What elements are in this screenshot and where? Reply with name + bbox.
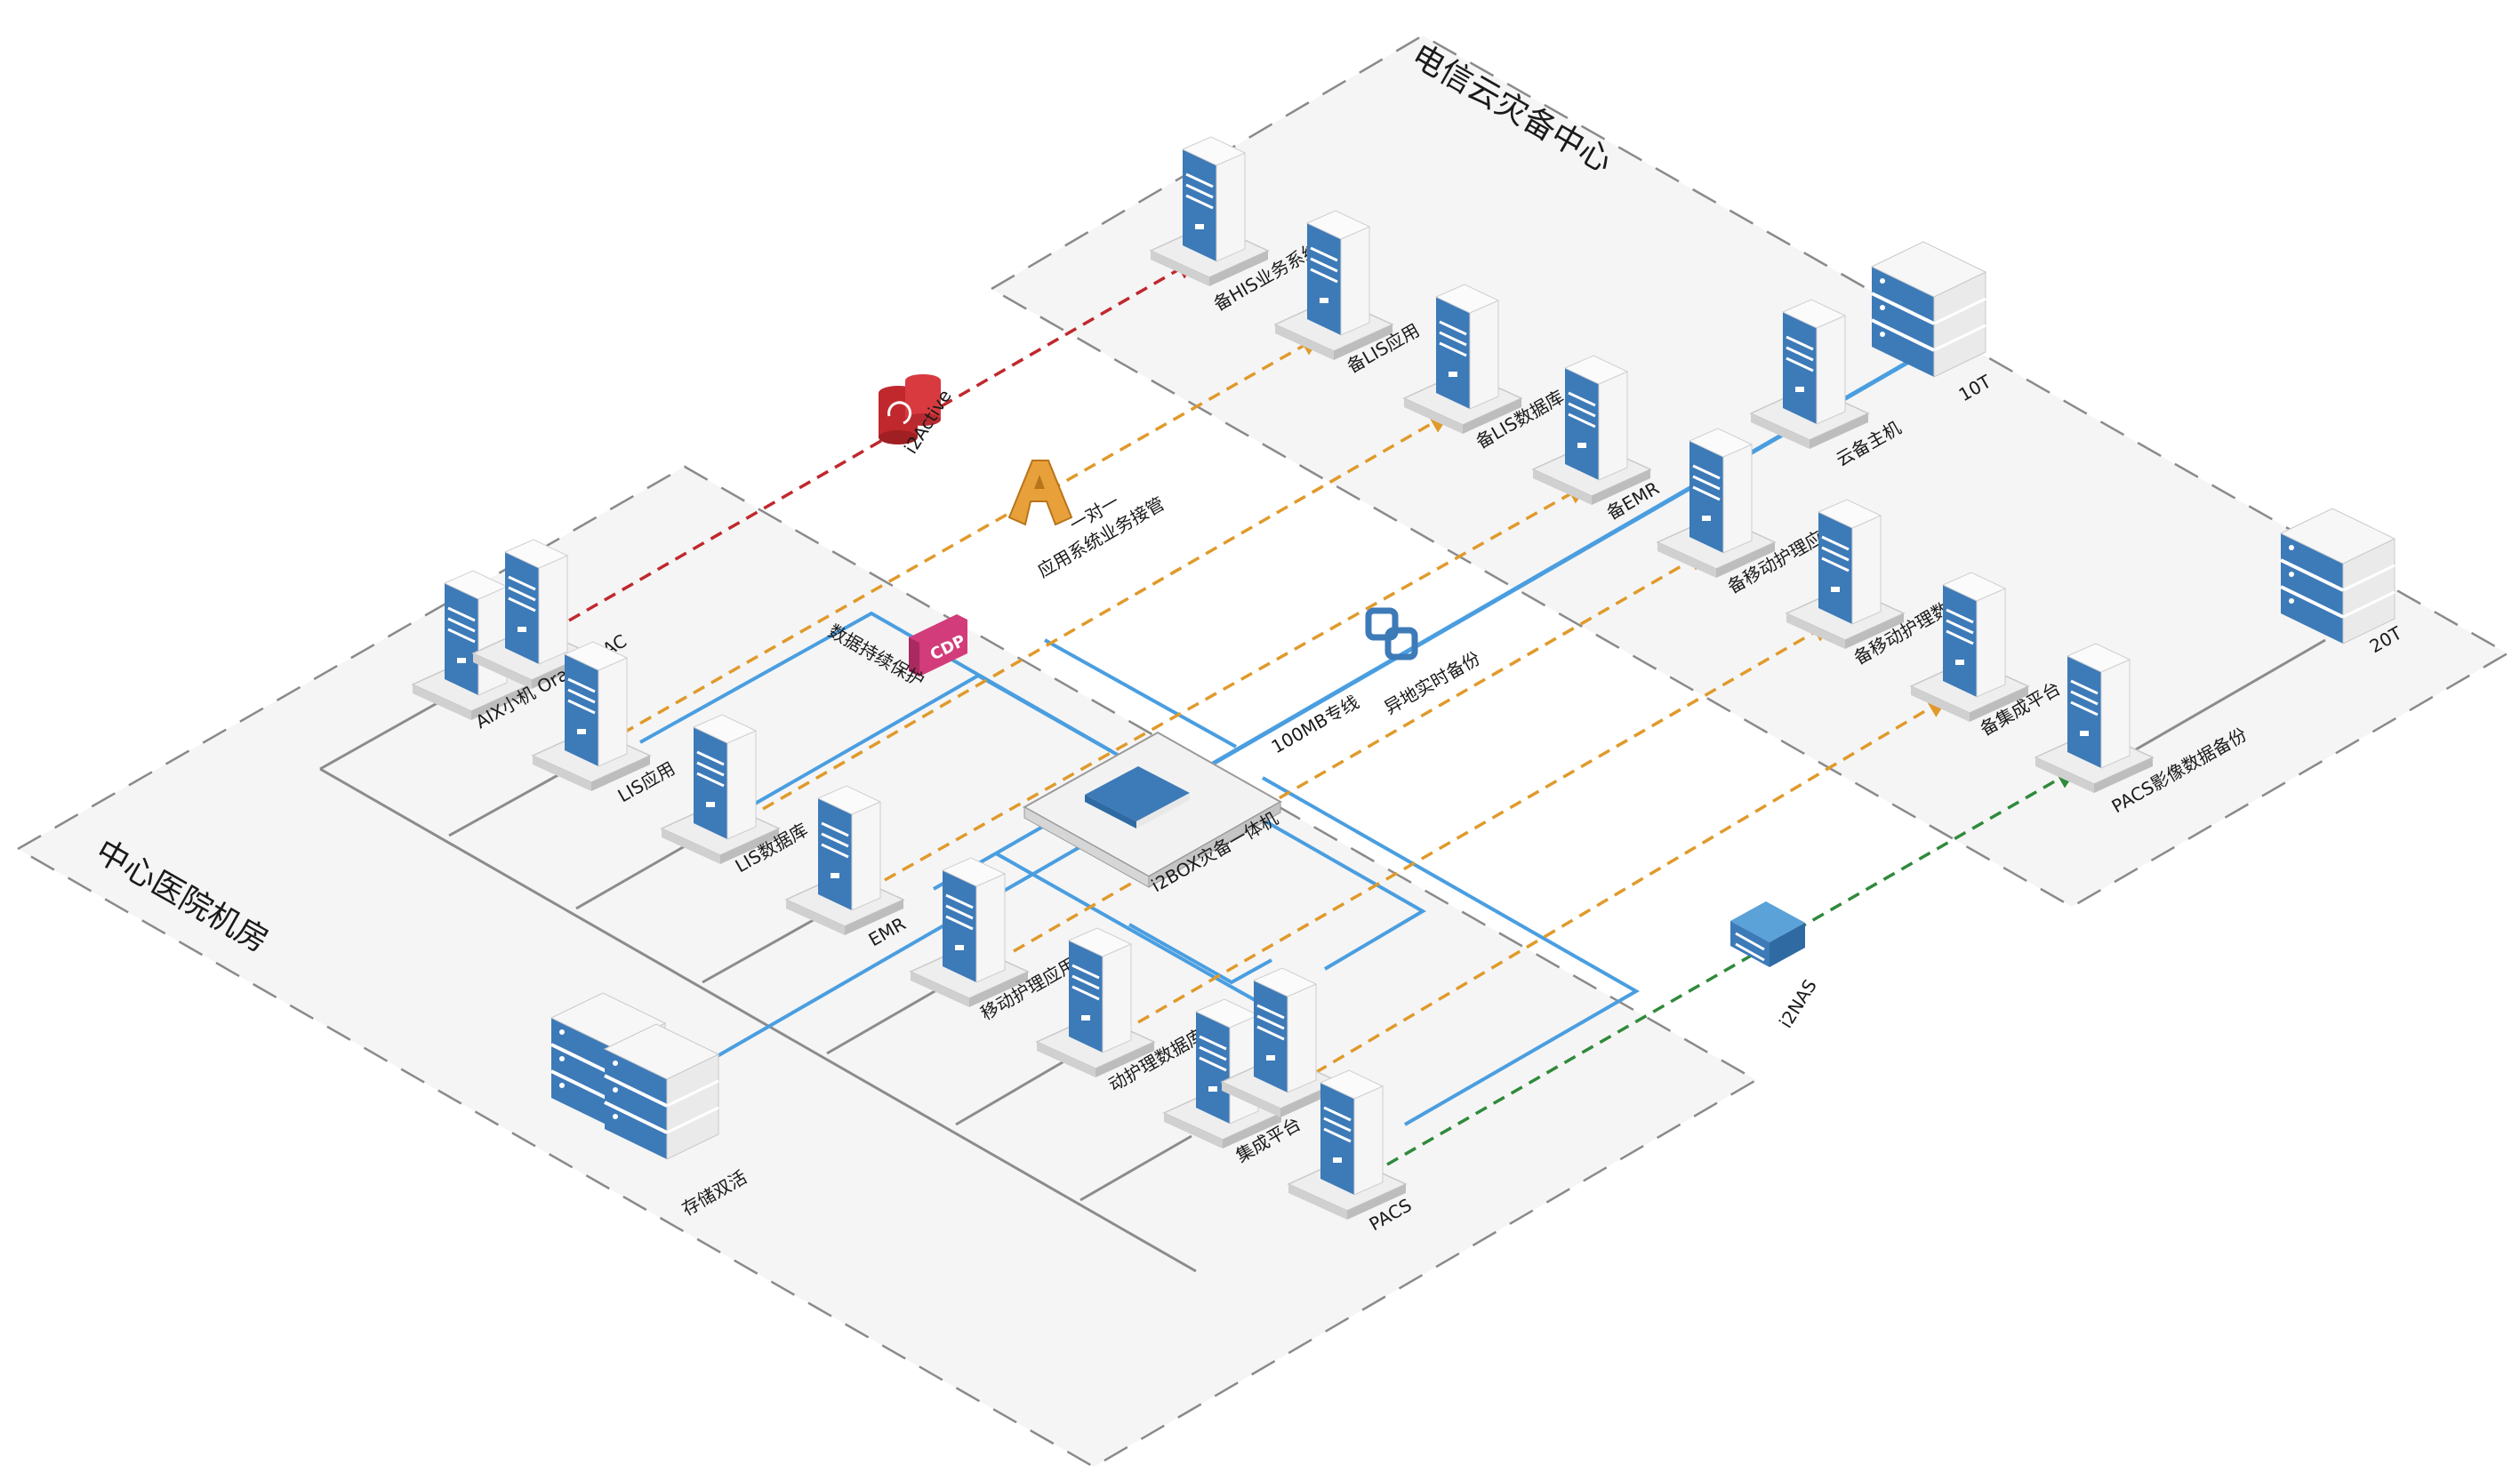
fiber-pacs <box>1262 776 1641 1126</box>
cdp-icon: CDP <box>909 614 968 676</box>
fiber-links <box>639 357 1914 1126</box>
fiber-mobile-app <box>995 852 1264 1006</box>
ethernet-network <box>319 638 2326 1273</box>
lis-app-takeover-link <box>622 334 1323 735</box>
vmware-icon <box>1365 607 1418 660</box>
fiber-emr <box>737 673 1175 815</box>
fiber-storage-to-i2box <box>675 812 1139 1082</box>
emr-replication-link <box>884 483 1590 882</box>
i2box-appliance[interactable] <box>1022 731 1283 888</box>
i2nas-label: i2NAS <box>1775 975 1821 1031</box>
mobile-app-replication-link <box>1013 549 1710 953</box>
i2active-icon <box>879 374 941 444</box>
replication-links <box>568 258 2079 1166</box>
fiber-lis-db <box>1044 638 1237 749</box>
lis-db-replication-link <box>762 412 1452 811</box>
i2nas-icon <box>1730 901 1805 967</box>
fiber-mobile-db <box>1128 923 1272 985</box>
pacs-nas-link <box>1386 767 2079 1166</box>
i2active-link <box>568 258 1199 622</box>
integration-replication-link <box>1280 696 1950 1095</box>
fiber-integration <box>1235 803 1426 971</box>
app-takeover-icon <box>1007 460 1073 526</box>
mobile-db-replication-link <box>1137 620 1834 1024</box>
